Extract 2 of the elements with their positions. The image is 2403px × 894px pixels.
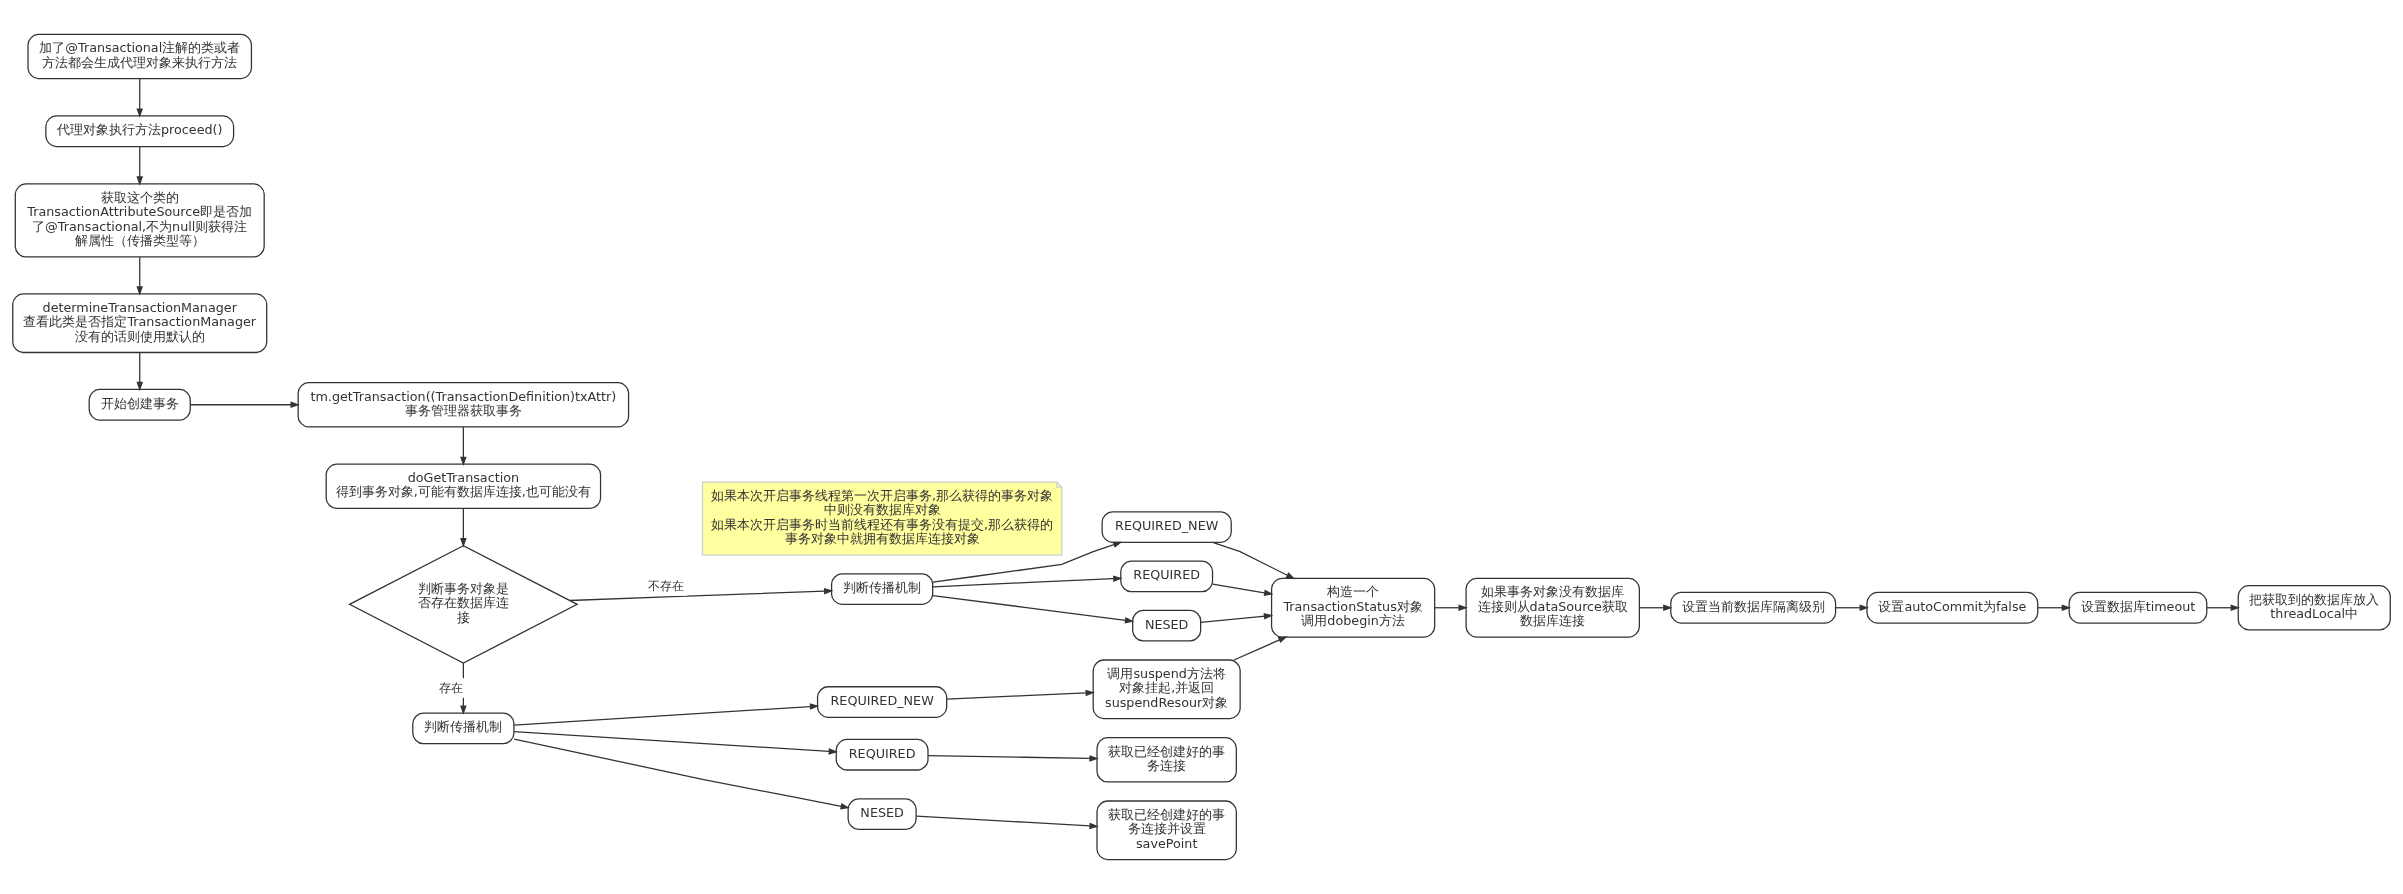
edge-label: 不存在 [647, 578, 684, 593]
edge-label: 存在 [439, 680, 464, 695]
